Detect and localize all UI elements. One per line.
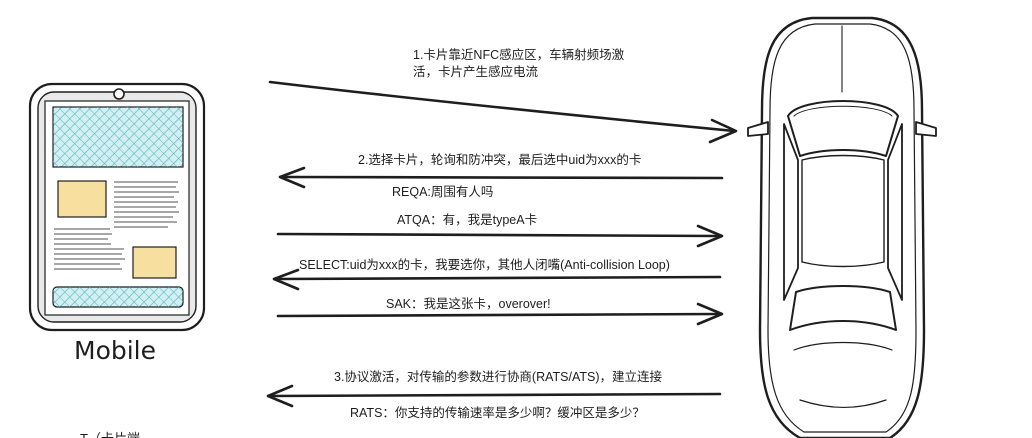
mobile-label: Mobile bbox=[74, 336, 157, 365]
screen-banner-bottom bbox=[52, 286, 184, 308]
screen-placeholder-text bbox=[54, 181, 179, 270]
arrow-m4-right bbox=[276, 224, 724, 248]
screen-image-card bbox=[57, 180, 107, 218]
message-4-text: ATQA：有，我是typeA卡 bbox=[397, 213, 538, 227]
car-icon bbox=[747, 16, 937, 438]
message-5-text: SELECT:uid为xxx的卡，我要选你，其他人闭嘴(Anti-collisi… bbox=[299, 258, 670, 272]
arrows bbox=[266, 80, 738, 408]
arrow-m2-left bbox=[278, 166, 724, 189]
arrow-m5-left bbox=[272, 268, 722, 291]
screen-image-card bbox=[132, 246, 177, 279]
message-8-text: RATS：你支持的传输速率是多少啊？缓冲区是多少？ bbox=[350, 406, 645, 420]
message-2-text: 2.选择卡片，轮询和防冲突，最后选中uid为xxx的卡 bbox=[358, 153, 642, 167]
arrow-m7-left bbox=[266, 384, 722, 408]
mobile-phone-icon bbox=[28, 82, 206, 332]
message-6-text: SAK：我是这张卡，overover! bbox=[386, 297, 551, 311]
arrow-m1-right bbox=[268, 80, 738, 144]
message-7-text: 3.协议激活，对传输的参数进行协商(RATS/ATS)，建立连接 bbox=[334, 370, 663, 384]
screen-banner-top bbox=[52, 106, 184, 168]
message-3-text: REQA:周围有人吗 bbox=[392, 185, 494, 199]
card-side-label: T（卡片端 bbox=[80, 428, 140, 438]
arrow-m6-right bbox=[276, 302, 724, 326]
message-1-text: 1.卡片靠近NFC感应区，车辆射频场激活，卡片产生感应电流 bbox=[413, 48, 625, 79]
